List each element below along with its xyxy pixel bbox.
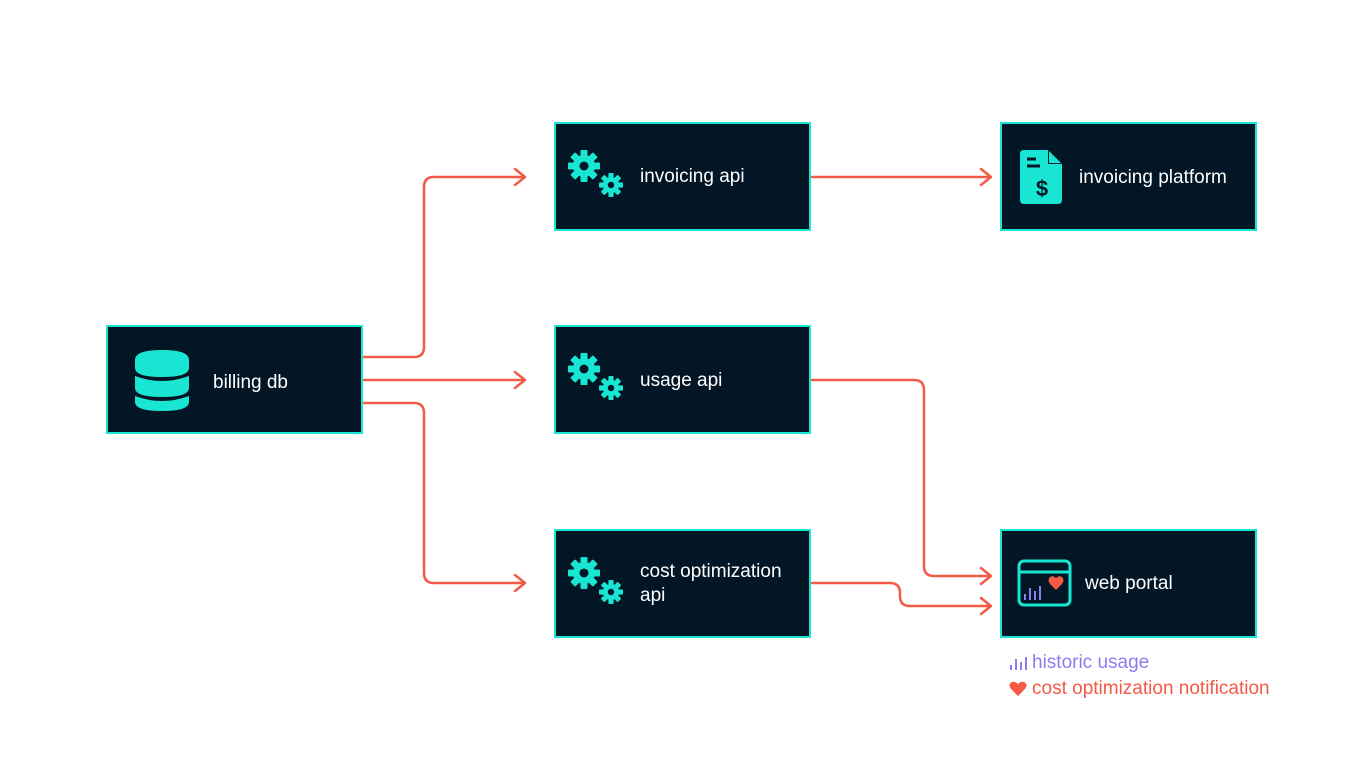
arrowhead-portal-cost — [979, 596, 993, 616]
node-invoicing-api[interactable]: invoicing api — [554, 122, 811, 231]
svg-text:$: $ — [1036, 176, 1048, 201]
invoicing-platform-label: invoicing platform — [1079, 167, 1227, 188]
legend: historic usage cost optimization notific… — [1008, 650, 1270, 702]
browser-chart-heart-icon — [1017, 559, 1072, 607]
arrowhead-invoicing-api — [513, 167, 527, 187]
web-portal-label: web portal — [1084, 573, 1173, 594]
arrowhead-invoicing-platform — [979, 167, 993, 187]
bar-chart-icon — [1010, 657, 1027, 670]
arrowhead-portal-usage — [979, 566, 993, 586]
edge-usage-to-portal — [810, 378, 992, 578]
node-cost-optimization-api[interactable]: cost optimization api — [554, 529, 811, 638]
arrowhead-cost-api — [513, 573, 527, 593]
invoicing-api-label: invoicing api — [640, 166, 745, 187]
node-invoicing-platform[interactable]: $ invoicing platform — [1000, 122, 1257, 231]
billing-db-label: billing db — [213, 372, 288, 393]
edge-cost-to-portal — [810, 581, 992, 608]
node-web-portal[interactable]: web portal — [1000, 529, 1257, 638]
cost-api-label-line2: api — [640, 585, 665, 606]
node-billing-db[interactable]: billing db — [106, 325, 363, 434]
legend-cost-notification-label: cost optimization notification — [1032, 678, 1270, 699]
legend-historic-usage-label: historic usage — [1032, 652, 1150, 673]
legend-cost-notification: cost optimization notification — [1008, 676, 1270, 702]
usage-api-label: usage api — [640, 370, 722, 391]
heart-icon — [1009, 681, 1027, 696]
arrowhead-usage-api — [513, 370, 527, 390]
node-usage-api[interactable]: usage api — [554, 325, 811, 434]
edge-billing-to-invoicing — [362, 175, 526, 359]
legend-historic-usage: historic usage — [1008, 650, 1270, 676]
edge-billing-to-cost — [362, 401, 526, 585]
database-icon — [135, 350, 189, 411]
cost-api-label-line1: cost optimization — [640, 561, 782, 582]
invoice-dollar-icon: $ — [1020, 150, 1062, 204]
